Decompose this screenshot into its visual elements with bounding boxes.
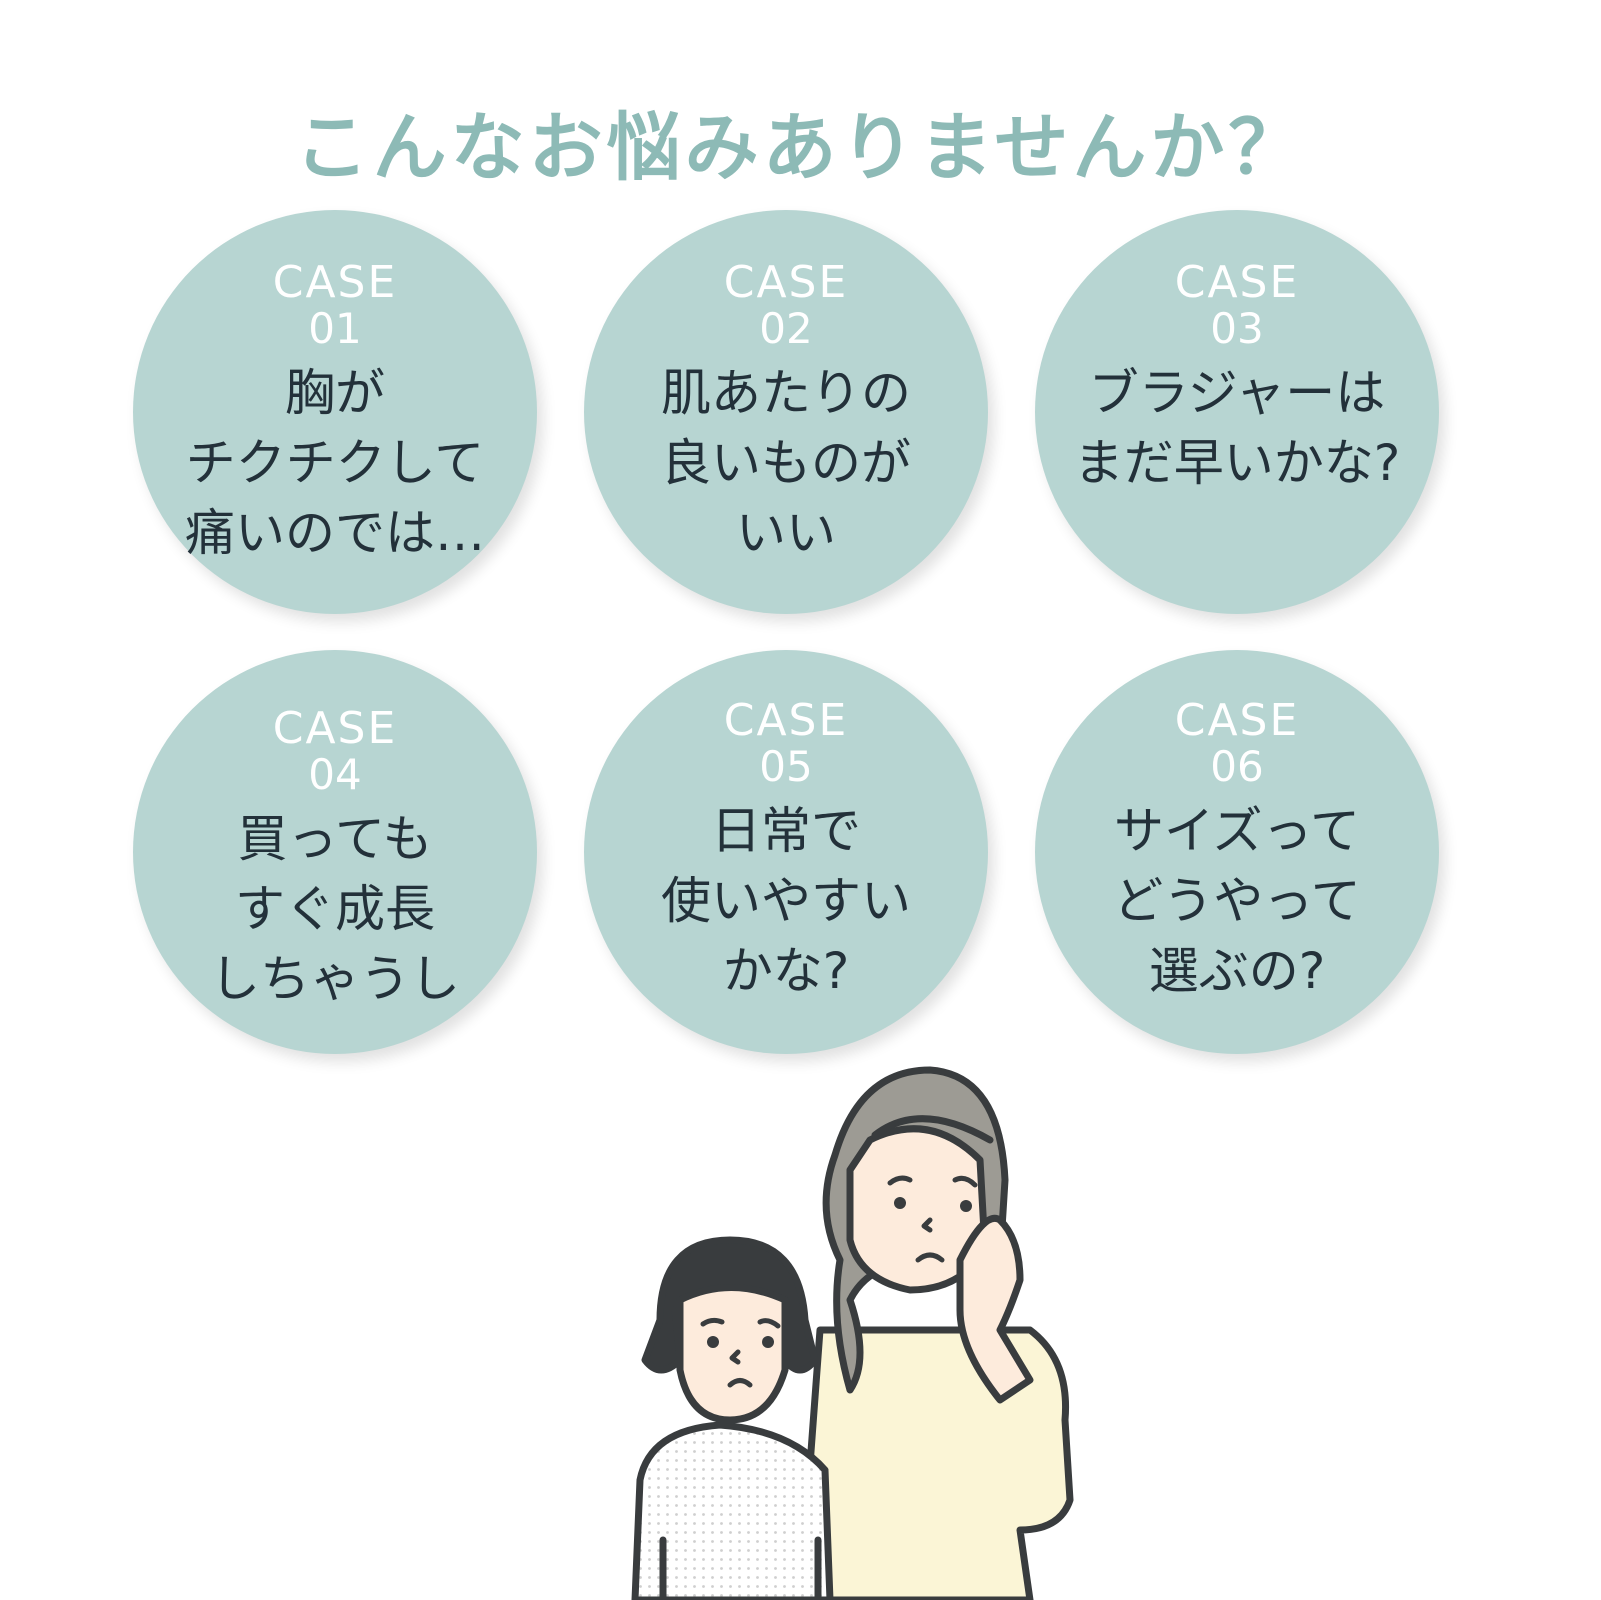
case-number: 02: [759, 304, 813, 353]
case-number: 06: [1210, 742, 1264, 791]
mother-hand: [956, 1215, 1034, 1404]
case-card-01: CASE 01 胸が チクチクして 痛いのでは…: [133, 210, 537, 614]
case-label: CASE: [723, 257, 849, 308]
case-number: 01: [308, 304, 362, 353]
case-text: ブラジャーは まだ早いかな?: [1073, 364, 1401, 492]
case-card-03: CASE 03 ブラジャーは まだ早いかな?: [1035, 210, 1439, 614]
case-text: 買っても すぐ成長 しちゃうし: [210, 810, 460, 1008]
case-number: 04: [308, 750, 362, 799]
case-card-05: CASE 05 日常で 使いやすい かな?: [584, 650, 988, 1054]
case-label: CASE: [1174, 257, 1300, 308]
case-label: CASE: [272, 703, 398, 754]
case-card-06: CASE 06 サイズって どうやって 選ぶの?: [1035, 650, 1439, 1054]
case-text: 肌あたりの 良いものが いい: [661, 364, 911, 562]
page-title: こんなお悩みありませんか？: [294, 105, 1307, 191]
mother-body: [796, 1326, 1074, 1600]
case-number: 03: [1210, 304, 1264, 353]
case-card-04: CASE 04 買っても すぐ成長 しちゃうし: [133, 650, 537, 1054]
girl-body: [631, 1421, 834, 1600]
case-text: 日常で 使いやすい かな?: [661, 802, 911, 1000]
case-card-02: CASE 02 肌あたりの 良いものが いい: [584, 210, 988, 614]
case-text: サイズって どうやって 選ぶの?: [1113, 802, 1361, 1000]
case-text: 胸が チクチクして 痛いのでは…: [185, 364, 485, 562]
girl-face: [676, 1284, 789, 1424]
worried-mother-and-daughter-illustration: [631, 1066, 1074, 1600]
case-label: CASE: [1174, 695, 1300, 746]
case-label: CASE: [723, 695, 849, 746]
case-label: CASE: [272, 257, 398, 308]
case-number: 05: [759, 742, 813, 791]
